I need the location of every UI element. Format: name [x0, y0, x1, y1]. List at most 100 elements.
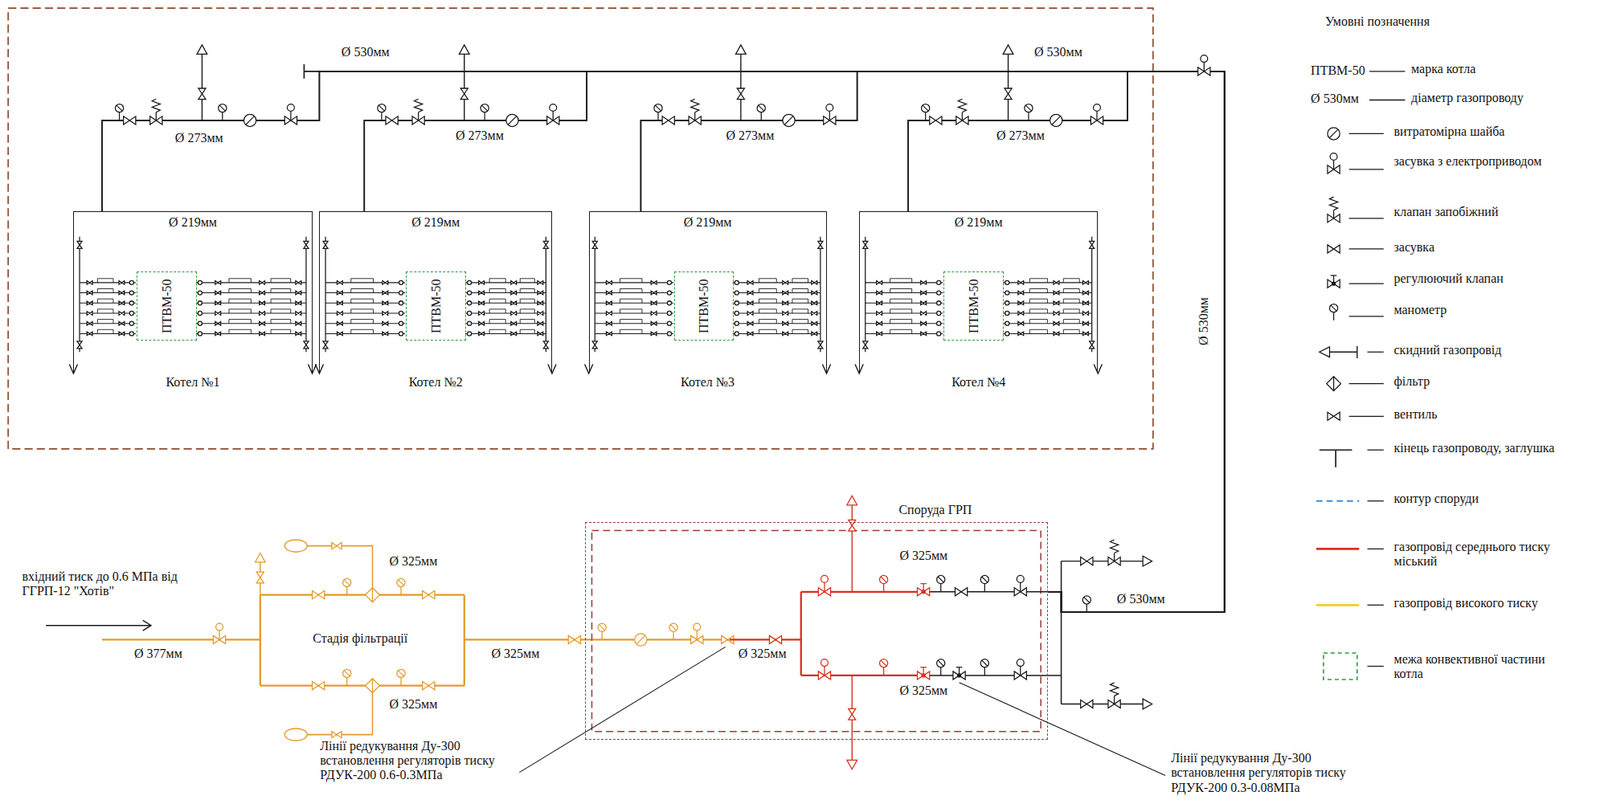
bypass-line — [620, 288, 643, 293]
burner-symbol — [734, 290, 739, 295]
gauge-stem — [1027, 112, 1029, 121]
bypass-line — [758, 309, 777, 314]
legend-text: кінець газопроводу, заглушка — [1394, 441, 1555, 455]
vent-pipe — [1007, 51, 1009, 121]
vent-pipe — [463, 51, 465, 121]
pressure-gauge-symbol — [921, 104, 930, 113]
burner-symbol — [129, 280, 134, 285]
relief-pipe — [1061, 560, 1149, 562]
valve-stem — [920, 667, 927, 668]
valve-symbol — [1018, 281, 1024, 286]
text-holder: ПТВМ-50 — [944, 272, 1003, 340]
label-holder: вхідний тиск до 0.6 МПа від ГГРП-12 "Хот… — [20, 569, 181, 600]
legend-box-sample — [1323, 653, 1358, 680]
pipe-label: Стадія фільтрації — [310, 631, 410, 646]
bypass-line — [270, 329, 291, 334]
safety-valve-symbol — [1108, 557, 1121, 566]
bypass-line — [97, 298, 114, 303]
drain-arrow — [548, 364, 557, 373]
valve-symbol — [650, 321, 657, 326]
valve-symbol — [876, 301, 883, 306]
gauge-stem — [221, 112, 223, 121]
vent-head — [1142, 556, 1152, 567]
pressure-gauge-symbol — [396, 669, 406, 678]
valve-symbol — [118, 290, 125, 295]
note-text: Лінії редукування Ду-300 встановлення ре… — [1169, 751, 1367, 796]
bypass-line — [890, 298, 913, 303]
bypass-line — [620, 319, 643, 324]
burner-collector — [324, 237, 326, 353]
boiler-convective-part: ПТВМ-50 — [136, 271, 197, 341]
orifice-mark — [1051, 116, 1060, 125]
legend-dash — [1349, 248, 1384, 250]
drain-pipe — [306, 693, 373, 736]
legend-line-sample — [1316, 548, 1359, 551]
valve-symbol — [747, 331, 753, 336]
legend-entry: кінець газопроводу, заглушка — [1394, 441, 1560, 456]
gauge-needle — [758, 105, 765, 111]
burner-symbol — [129, 301, 134, 306]
bypass-line — [758, 288, 777, 293]
gauge-stem — [484, 112, 486, 121]
valve-symbol — [331, 543, 342, 550]
boiler-gas-loop: ПТВМ-50Ø 219ммКотел №2 — [319, 211, 553, 373]
bypass-line — [890, 319, 913, 324]
regulating-valve-symbol — [1327, 279, 1340, 288]
valve-symbol — [537, 281, 544, 286]
label-holder: Ø 325мм — [736, 646, 789, 662]
burner-collector — [864, 237, 866, 353]
gauge-needle — [880, 660, 887, 667]
burner-symbol — [197, 301, 202, 306]
flow-orifice-symbol — [634, 634, 647, 647]
pressure-gauge-symbol — [480, 104, 489, 113]
bypass-line — [890, 309, 913, 314]
electric-drive-symbol — [821, 659, 829, 668]
safety-valve-symbol — [412, 116, 425, 125]
valve-symbol — [215, 311, 221, 316]
spring-symbol — [691, 98, 700, 113]
bypass-line — [97, 278, 114, 283]
valve-symbol — [336, 290, 343, 295]
text-holder: ПТВМ-50 — [137, 272, 197, 340]
electric-valve-symbol — [547, 116, 560, 125]
valve-symbol — [478, 290, 485, 295]
burner-symbol — [937, 301, 942, 306]
valve-symbol — [382, 281, 389, 286]
valve-symbol — [295, 331, 302, 336]
boiler-convective-part: ПТВМ-50 — [405, 271, 467, 341]
medium-pressure-pipe — [800, 592, 803, 676]
label-holder: Ø 273мм — [724, 128, 777, 144]
legend-text: марка котла — [1411, 61, 1476, 76]
valve-stem — [694, 112, 696, 121]
burner-symbol — [398, 301, 403, 306]
valve-symbol — [86, 301, 93, 306]
electric-drive-symbol — [1329, 153, 1338, 161]
bypass-line — [97, 329, 114, 334]
gas-header — [303, 70, 1224, 73]
boiler-model: ПТВМ-50 — [696, 278, 712, 334]
legend-entry: скидний газопровід — [1394, 343, 1560, 358]
valve-symbol — [605, 311, 612, 316]
legend-entry: клапан запобіжний — [1394, 204, 1560, 220]
label-holder: Ø 325мм — [897, 548, 950, 564]
boiler-model: ПТВМ-50 — [159, 278, 174, 334]
burner-collector — [819, 237, 821, 353]
valve-symbol — [215, 281, 221, 286]
burner-symbol — [398, 331, 403, 336]
label-holder: Умовні позначення — [1323, 14, 1432, 29]
valve-symbol — [1018, 301, 1024, 306]
legend-entry: витратомірна шайба — [1394, 124, 1560, 140]
pipe-label: Ø 273мм — [173, 130, 226, 145]
valve-symbol — [811, 281, 818, 286]
electric-drive-symbol — [1016, 659, 1024, 668]
pressure-gauge-symbol — [757, 104, 766, 113]
label-holder: Ø 530мм — [339, 45, 392, 60]
gauge-needle — [880, 576, 887, 583]
label-holder: Ø 530мм — [1196, 295, 1212, 348]
pipe-label: ПТВМ-50 — [1309, 63, 1367, 78]
pipe-label: Ø 273мм — [994, 128, 1047, 143]
gauge-needle — [982, 660, 988, 667]
pressure-gauge-symbol — [937, 659, 946, 668]
legend-dash — [1366, 351, 1384, 353]
gauge-needle — [343, 671, 350, 677]
